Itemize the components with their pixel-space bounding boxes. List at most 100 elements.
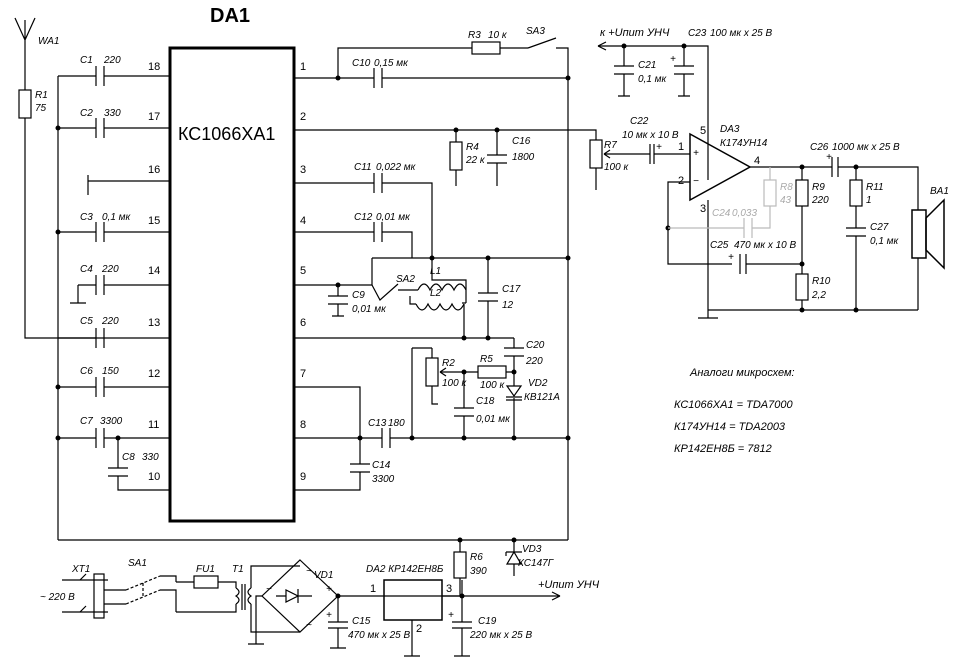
c25-plus: + [728, 252, 734, 263]
c7-label: C7 [80, 416, 93, 427]
supply-arrow-top: к +Uпит УНЧ [597, 27, 709, 180]
capacitor-c20: C20 220 [504, 338, 545, 370]
resistor-r8-optional: R8 43 [763, 167, 793, 207]
r10-label: R10 [812, 276, 831, 287]
c17-label: C17 [502, 284, 521, 295]
pin-number: 5 [300, 265, 306, 277]
da2-label: DA2 КР142ЕН8Б [366, 564, 444, 575]
pin-number: 8 [300, 419, 306, 431]
bridge-plus: + [326, 584, 332, 595]
da1-title: DA1 [210, 5, 250, 27]
capacitor-c18: C18 0,01 мк [454, 372, 511, 438]
da3-pin5: 5 [700, 125, 706, 137]
da3-type: К174УН14 [720, 138, 768, 149]
r5-value: 100 к [480, 380, 505, 391]
c23-label: C23 [688, 28, 707, 39]
c5-label: C5 [80, 316, 93, 327]
pin-number: 2 [300, 111, 306, 123]
bridge-minus: − [266, 584, 272, 595]
c16-value: 1800 [512, 152, 535, 163]
v220-label: ~ 220 В [40, 592, 75, 603]
c1-label: C1 [80, 55, 93, 66]
pin-number: 18 [148, 61, 160, 73]
r4-value: 22 к [465, 155, 486, 166]
c20-label: C20 [526, 340, 545, 351]
transformer-t1: T1 [232, 564, 300, 633]
r9-value: 220 [811, 195, 829, 206]
da3-pin1: 1 [678, 141, 684, 153]
c8-value: 330 [142, 452, 159, 463]
capacitor-c9: C9 0,01 мк [328, 285, 387, 317]
c13-label: C13 [368, 418, 387, 429]
ba1-label: BA1 [930, 186, 949, 197]
capacitor-c2: C2 330 [58, 108, 170, 138]
vd1-label: VD1 [314, 570, 333, 581]
xt1-label: XT1 [71, 564, 90, 575]
c19-label: C19 [478, 616, 497, 627]
switch-sa2: SA2 [371, 274, 418, 301]
capacitor-c16: C16 1800 [487, 130, 535, 186]
c15-value: 470 мк x 25 В [348, 630, 410, 641]
pin-number: 7 [300, 368, 306, 380]
r6-value: 390 [470, 566, 487, 577]
pin-number: 15 [148, 215, 160, 227]
da2-pin1: 1 [370, 583, 376, 595]
c11-value: 0,022 мк [376, 162, 417, 173]
wa1-label: WA1 [38, 36, 60, 47]
pin-number: 12 [148, 368, 160, 380]
c15-label: C15 [352, 616, 371, 627]
c18-label: C18 [476, 396, 495, 407]
resistor-r2: R2 100 к [411, 347, 467, 438]
l1-label: L1 [430, 266, 441, 277]
pin-number: 13 [148, 317, 160, 329]
capacitor-c13: C13 180 [294, 418, 568, 448]
da1-right-pins: 1 2 3 4 5 6 7 8 9 [300, 61, 306, 483]
c25-value: 470 мк x 10 В [734, 240, 796, 251]
supply-ground-symbols [248, 643, 346, 649]
resistor-r7: R7 100 к [589, 139, 644, 190]
c22-plus: + [656, 142, 662, 153]
r7-value: 100 к [604, 162, 629, 173]
resistor-r4: R4 22 к [449, 130, 486, 186]
da2-pin3: 3 [446, 583, 452, 595]
speaker-ba1: BA1 [911, 186, 949, 310]
c7-value: 3300 [100, 416, 123, 427]
r2-value: 100 к [442, 378, 467, 389]
resistor-r3: R3 10 к [337, 30, 528, 78]
c11-label: C11 [354, 162, 372, 173]
r11-label: R11 [866, 182, 884, 193]
capacitor-c4: C4 220 [70, 264, 170, 304]
pin-number: 16 [148, 164, 160, 176]
c26-label: C26 [810, 142, 829, 153]
c5-value: 220 [101, 316, 119, 327]
analog-line-2: К174УН14 = TDA2003 [674, 421, 786, 433]
regulator-da2: 1 3 2 DA2 КР142ЕН8Б [366, 564, 452, 657]
da1-chip-body [168, 46, 296, 523]
r6-label: R6 [470, 552, 483, 563]
da3-minus: − [693, 176, 699, 187]
c13-value: 180 [388, 418, 405, 429]
c8-label: C8 [122, 452, 135, 463]
c26-plus: + [826, 152, 832, 163]
c22-value: 10 мк x 10 В [622, 130, 679, 141]
r3-value: 10 к [488, 30, 508, 41]
vd3-value: КС147Г [518, 558, 555, 569]
da3-plus: + [693, 148, 699, 159]
r11-value: 1 [866, 195, 872, 206]
upit-unch-label: к +Uпит УНЧ [600, 27, 670, 39]
capacitor-c19: + C19 220 мк x 25 В [448, 596, 532, 657]
pin-number: 1 [300, 61, 306, 73]
c24-value: 0,033 [732, 208, 757, 219]
resistor-r11: R11 1 [849, 167, 884, 228]
c23-value: 100 мк x 25 В [710, 28, 772, 39]
analog-line-1: КС1066ХА1 = TDA7000 [674, 399, 793, 411]
feedback-wire [667, 181, 732, 265]
pin2-wire [294, 129, 597, 140]
r5-label: R5 [480, 354, 493, 365]
pin-number: 10 [148, 471, 160, 483]
r3-label: R3 [468, 30, 481, 41]
r1-value: 75 [35, 103, 47, 114]
sa2-label: SA2 [396, 274, 415, 285]
pin-number: 11 [148, 419, 159, 431]
